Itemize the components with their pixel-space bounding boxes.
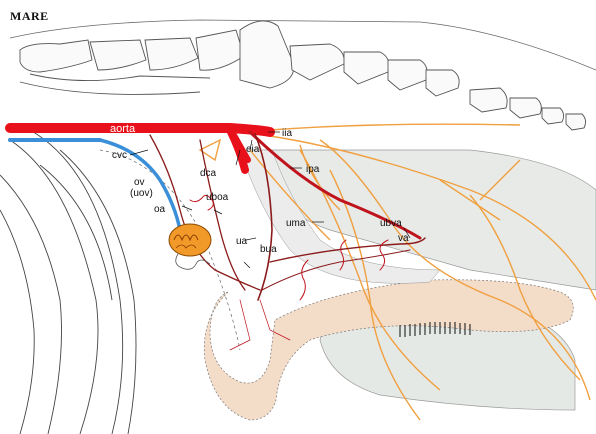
veins bbox=[10, 140, 180, 230]
diagram-title: MARE bbox=[10, 9, 49, 23]
label-uov: (uov) bbox=[130, 188, 153, 199]
label-dca: dca bbox=[200, 168, 217, 179]
label-eia: eia bbox=[246, 144, 260, 155]
label-va: va bbox=[398, 233, 409, 244]
ribs bbox=[0, 130, 136, 434]
label-uma: uma bbox=[286, 218, 306, 229]
abdominal-wall bbox=[100, 150, 240, 350]
label-iia: iia bbox=[282, 128, 292, 139]
label-ua: ua bbox=[236, 236, 248, 247]
label-cvc: cvc bbox=[112, 150, 127, 161]
label-bua: bua bbox=[260, 244, 277, 255]
label-oa: oa bbox=[154, 204, 166, 215]
label-ov: ov bbox=[134, 177, 145, 188]
label-aorta: aorta bbox=[110, 123, 136, 135]
ovary bbox=[169, 224, 211, 269]
label-uboa: uboa bbox=[206, 192, 229, 203]
label-ipa: ipa bbox=[306, 164, 320, 175]
label-ubva: ubva bbox=[380, 218, 402, 229]
